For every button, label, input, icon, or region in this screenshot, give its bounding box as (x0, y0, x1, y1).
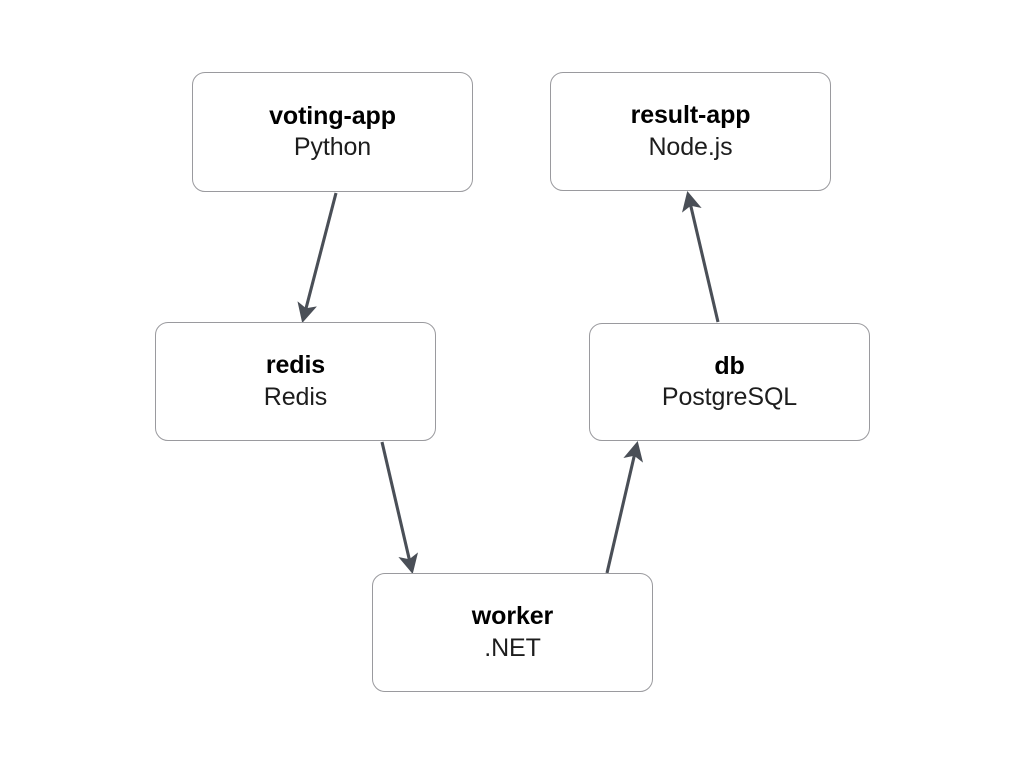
node-title: redis (265, 351, 326, 380)
edge-voting-app-to-redis (297, 192, 338, 324)
node-result-app[interactable]: result-app Node.js (550, 72, 831, 191)
node-voting-app[interactable]: voting-app Python (192, 72, 473, 192)
node-subtitle: Redis (263, 382, 328, 411)
node-worker[interactable]: worker .NET (372, 573, 653, 692)
node-title: result-app (630, 101, 751, 130)
node-title: db (714, 351, 745, 380)
node-subtitle: Python (293, 133, 372, 162)
node-title: worker (471, 602, 554, 631)
node-title: voting-app (269, 101, 396, 130)
edge-redis-to-worker (380, 441, 419, 575)
node-subtitle: PostgreSQL (661, 383, 798, 412)
node-redis[interactable]: redis Redis (155, 322, 436, 441)
edge-db-to-result-app (682, 190, 720, 323)
edge-worker-to-db (605, 440, 644, 574)
node-db[interactable]: db PostgreSQL (589, 323, 870, 441)
node-subtitle: Node.js (648, 132, 733, 161)
node-subtitle: .NET (484, 633, 541, 662)
